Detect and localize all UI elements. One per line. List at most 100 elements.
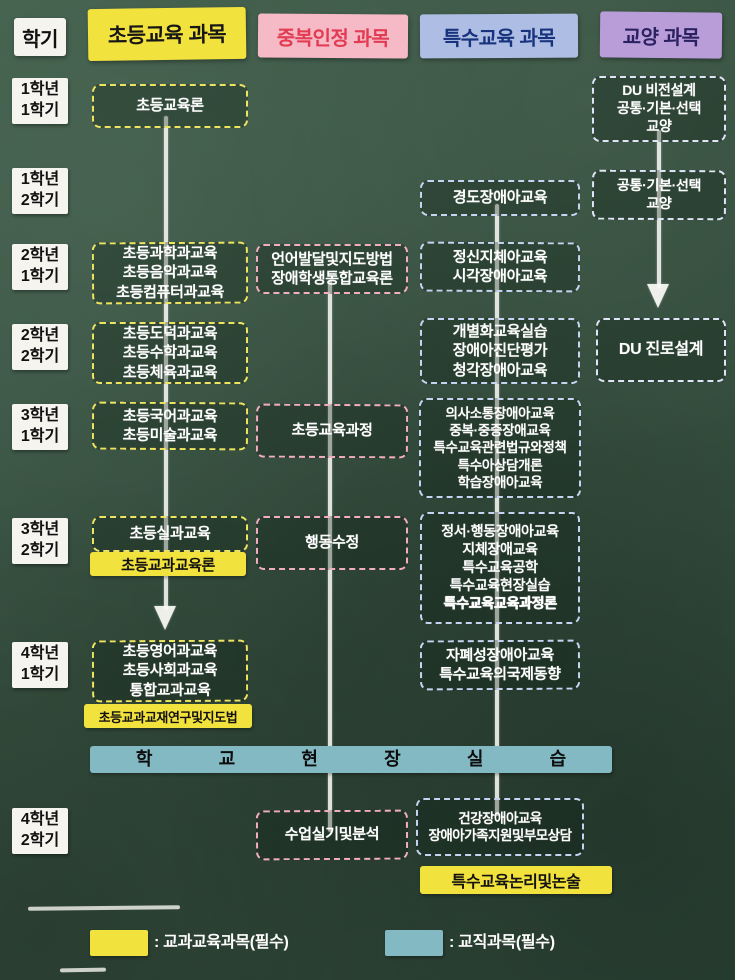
course-name: 자폐성장애아교육 [445, 646, 554, 665]
course-name: 정신지체아교육 [452, 248, 548, 267]
course-name: 교양 [646, 194, 672, 212]
semester-year: 2학년 [20, 247, 60, 265]
course-name: 초등실과교육 [129, 525, 211, 543]
course-box-elementary-3-1: 초등국어과교육 초등미술과교육 [91, 401, 249, 451]
connector-line-elementary [164, 116, 168, 610]
column-header-liberal: 교양 과목 [599, 11, 723, 59]
course-box-special-3-2: 정서·행동장애아교육 지체장애교육 특수교육공학 특수교육현장실습 특수교육교육… [420, 512, 580, 624]
column-header-overlap: 중복인정 과목 [257, 13, 409, 59]
header-semester: 학기 [14, 18, 66, 56]
course-name: 초등컴퓨터과교육 [116, 283, 225, 301]
course-name: 초등도덕과교육 [122, 325, 218, 343]
chalk-divider-line [27, 905, 181, 911]
required-course-special-4-2: 특수교육논리및논술 [420, 866, 612, 894]
course-name: 초등체육과교육 [122, 363, 218, 381]
semester-term: 2학기 [20, 832, 60, 849]
course-name: 초등영어과교육 [122, 642, 218, 661]
course-name: 공통·기본·선택 [616, 176, 702, 194]
course-name: 특수교육현장실습 [449, 576, 551, 593]
semester-term: 2학기 [20, 542, 60, 559]
course-box-special-2-1: 정신지체아교육 시각장애아교육 [419, 241, 581, 293]
legend-label-teaching-required: : 교직과목(필수) [449, 934, 555, 951]
course-name: 초등수학과교육 [122, 344, 218, 362]
arrow-down-liberal-icon [647, 284, 669, 308]
course-name: 특수교육공학 [462, 559, 538, 576]
semester-term: 1학기 [20, 428, 60, 445]
course-name: 지체장애교육 [462, 541, 538, 558]
semester-year: 1학년 [20, 171, 60, 189]
legend-label-subject-required: : 교과교육과목(필수) [154, 934, 289, 951]
course-name: 특수교육관련법규와정책 [433, 440, 567, 456]
required-course-elementary-4-1: 초등교과교재연구및지도법 [84, 704, 252, 728]
course-box-special-4-1: 자폐성장애아교육 특수교육의국제동향 [419, 639, 581, 691]
course-name: DU 진로설계 [618, 340, 704, 358]
semester-term: 1학기 [20, 268, 60, 285]
connector-line-special [495, 204, 499, 816]
course-name: 장애아진단평가 [452, 342, 548, 360]
arrow-down-elementary-icon [154, 606, 176, 630]
course-name-emphasis: 특수교육교육과정론 [443, 594, 557, 611]
semester-year: 2학년 [20, 327, 60, 345]
course-name: 초등교육과정 [291, 422, 373, 440]
course-name: 건강장애아교육 [458, 810, 542, 826]
connector-line-overlap [328, 280, 332, 832]
course-name: DU 비전설계 [622, 82, 696, 99]
semester-year: 4학년 [20, 645, 60, 663]
semester-year: 1학년 [20, 81, 60, 99]
course-name: 경도장애아교육 [452, 189, 548, 207]
semester-term: 1학기 [20, 666, 60, 683]
required-course-elementary-3-2: 초등교과교육론 [90, 552, 246, 576]
course-box-liberal-1-1: DU 비전설계 공통·기본·선택 교양 [592, 76, 726, 142]
course-name: 행동수정 [304, 534, 359, 552]
course-box-elementary-1-1: 초등교육론 [92, 84, 248, 128]
course-box-elementary-2-1: 초등과학과교육 초등음악과교육 초등컴퓨터과교육 [91, 241, 249, 305]
semester-year: 3학년 [20, 521, 60, 539]
course-name: 초등미술과교육 [122, 426, 218, 445]
course-name: 장애학생통합교육론 [271, 270, 393, 287]
course-name: 의사소통장애아교육 [445, 405, 555, 421]
course-name: 초등음악과교육 [122, 264, 218, 282]
course-name: 정서·행동장애아교육 [441, 523, 559, 540]
course-name: 중복·중증장애교육 [449, 423, 551, 439]
course-box-special-4-2: 건강장애아교육 장애아가족지원및부모상담 [416, 798, 584, 856]
course-name: 공통·기본·선택 [616, 100, 702, 117]
course-name: 교양 [646, 117, 672, 134]
semester-term: 1학기 [20, 102, 60, 119]
course-box-overlap-2-1: 언어발달및지도방법 장애학생통합교육론 [256, 244, 408, 294]
course-name: 개별화교육실습 [452, 323, 548, 341]
course-name: 시각장애아교육 [452, 267, 548, 286]
course-box-liberal-2-2: DU 진로설계 [596, 318, 726, 382]
course-box-special-2-2: 개별화교육실습 장애아진단평가 청각장애아교육 [420, 318, 580, 384]
course-box-elementary-4-1: 초등영어과교육 초등사회과교육 통합교과교육 [91, 639, 249, 703]
course-name: 학습장애아교육 [457, 474, 543, 490]
course-name: 초등국어과교육 [122, 407, 218, 426]
course-name: 장애아가족지원및부모상담 [428, 828, 572, 843]
course-box-liberal-1-2: 공통·기본·선택 교양 [591, 169, 727, 221]
course-name: 통합교과교육 [129, 681, 211, 699]
column-header-special: 특수교육 과목 [419, 13, 579, 59]
semester-year: 4학년 [20, 811, 60, 829]
course-name: 언어발달및지도방법 [271, 250, 393, 268]
chalk-mark [59, 967, 107, 973]
course-name: 특수교육의국제동향 [439, 665, 561, 684]
connector-line-liberal [657, 130, 661, 288]
legend-swatch-yellow [90, 930, 148, 956]
course-box-special-3-1: 의사소통장애아교육 중복·중증장애교육 특수교육관련법규와정책 특수아상담개론 … [419, 398, 581, 498]
course-name: 초등교육론 [136, 97, 204, 115]
course-name: 초등사회과교육 [122, 662, 218, 680]
legend-swatch-teal [385, 930, 443, 956]
course-box-elementary-3-2: 초등실과교육 [92, 516, 248, 552]
course-name: 특수아상담개론 [457, 457, 543, 473]
course-box-overlap-3-1: 초등교육과정 [255, 403, 409, 459]
course-name: 수업실기및분석 [284, 826, 380, 844]
course-box-overlap-3-2: 행동수정 [256, 516, 408, 570]
